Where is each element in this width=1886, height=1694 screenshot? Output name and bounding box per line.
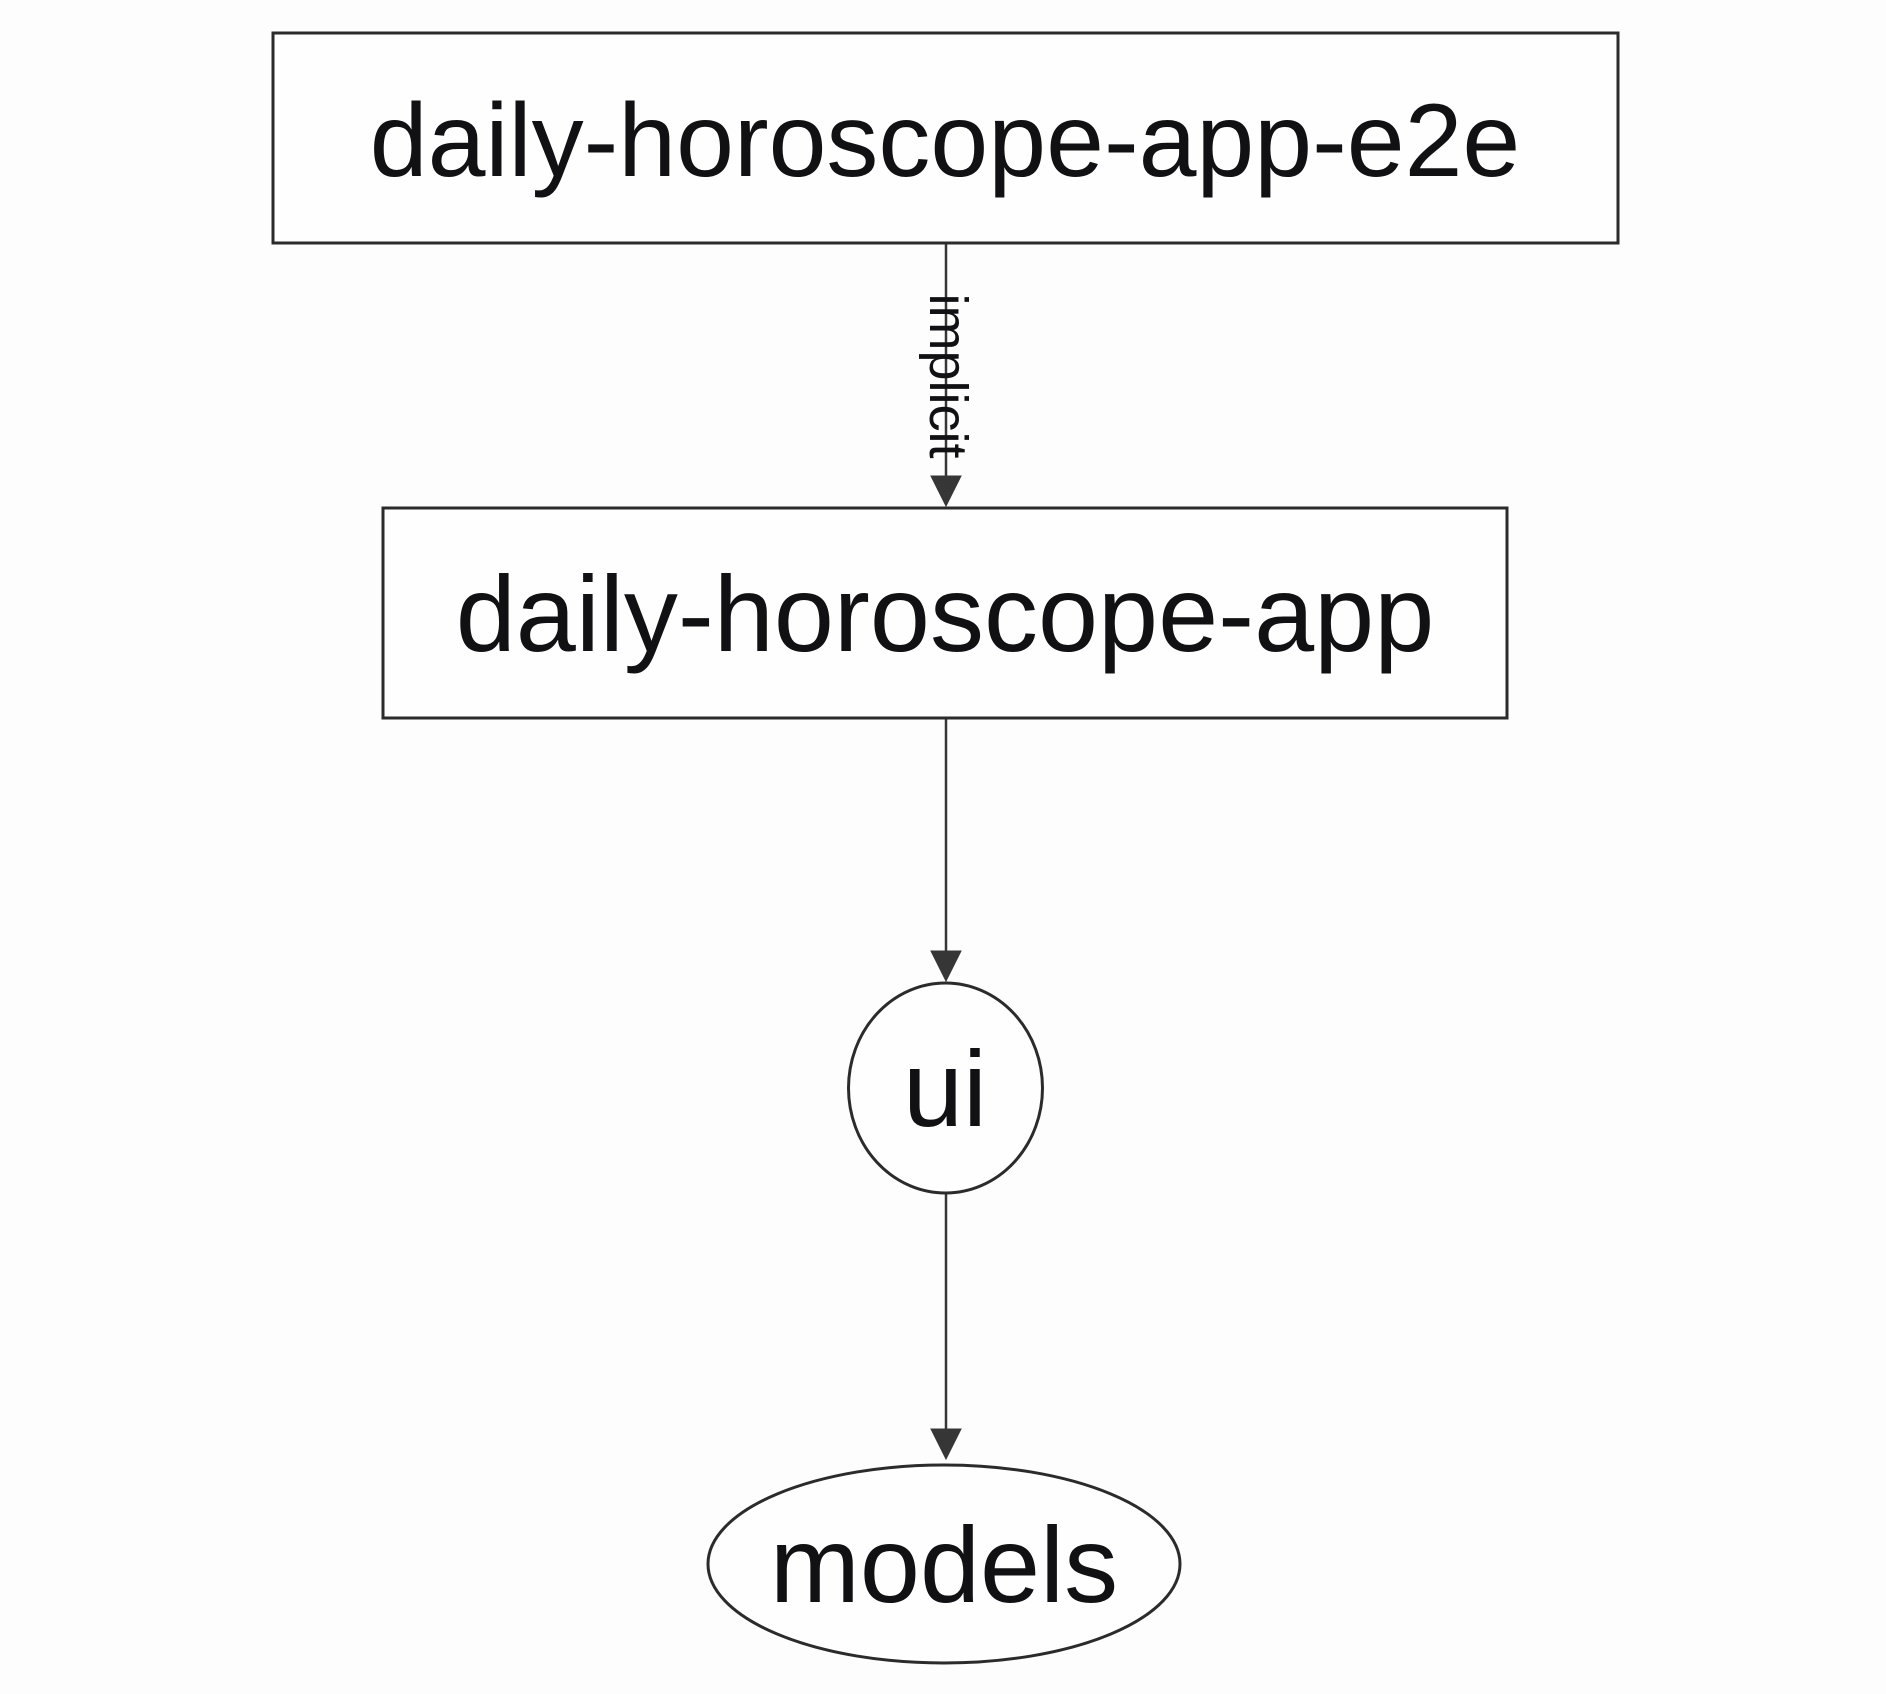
node-ellipse xyxy=(847,981,1044,1195)
edge-app-to-ui xyxy=(930,719,962,983)
arrowhead-icon xyxy=(930,950,962,983)
node-label: ui xyxy=(903,1028,987,1149)
node-rect xyxy=(271,31,1620,245)
arrowhead-icon xyxy=(930,475,962,508)
arrowhead-icon xyxy=(930,1428,962,1461)
node-label: models xyxy=(770,1504,1118,1625)
edge-ui-to-models xyxy=(930,1193,962,1461)
node-ellipse xyxy=(706,1463,1182,1665)
node-label: daily-horoscope-app xyxy=(456,553,1435,674)
node-label: daily-horoscope-app-e2e xyxy=(370,83,1521,199)
node-rect xyxy=(381,506,1509,720)
node-daily-horoscope-app-e2e[interactable]: daily-horoscope-app-e2e xyxy=(271,31,1620,245)
node-ui[interactable]: ui xyxy=(847,981,1044,1195)
node-models[interactable]: models xyxy=(706,1463,1182,1665)
edge-e2e-to-app: implicit xyxy=(918,244,978,508)
edge-label-implicit: implicit xyxy=(918,293,978,458)
node-daily-horoscope-app[interactable]: daily-horoscope-app xyxy=(381,506,1509,720)
